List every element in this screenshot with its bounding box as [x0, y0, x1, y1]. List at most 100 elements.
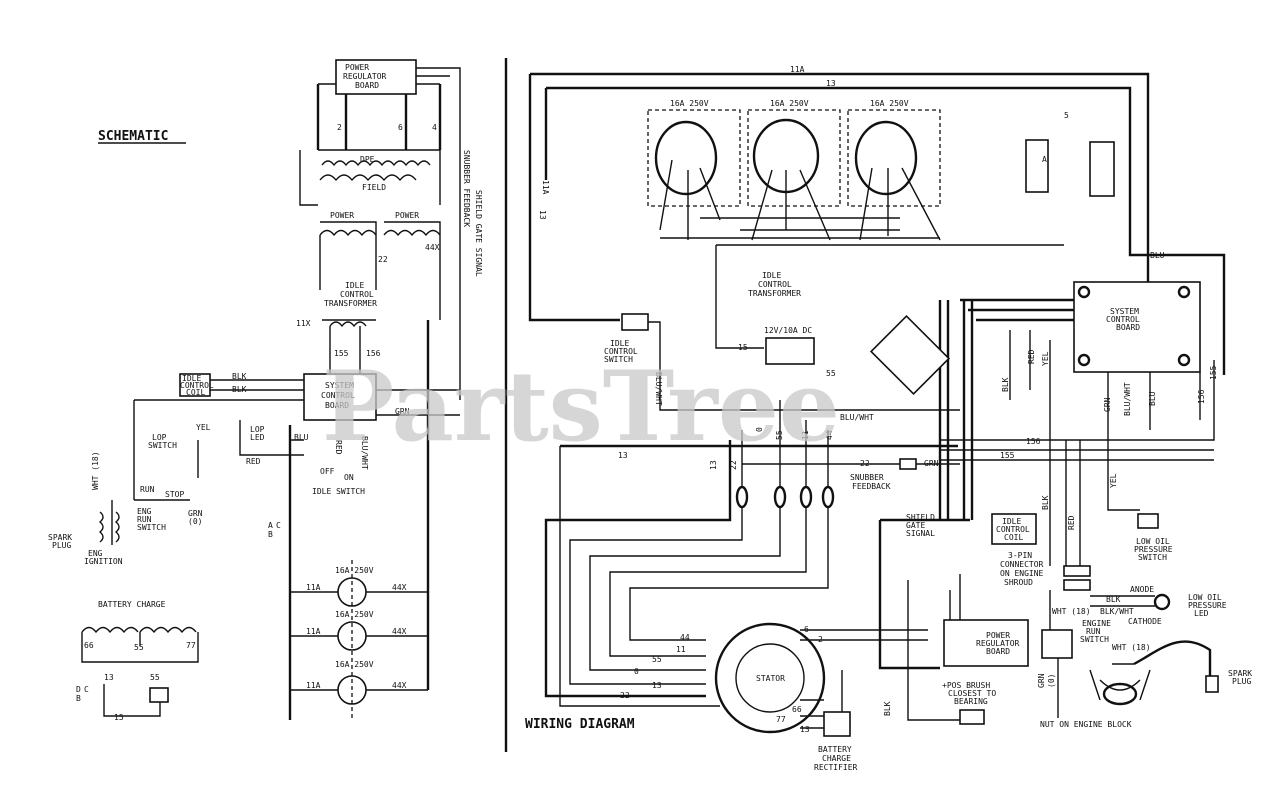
svg-text:+POS BRUSH: +POS BRUSH: [942, 681, 990, 690]
svg-text:REGULATOR: REGULATOR: [976, 639, 1020, 648]
svg-text:BLU/WHT: BLU/WHT: [654, 372, 663, 406]
watermark: PartsTree: [322, 350, 840, 463]
svg-text:SHIELD: SHIELD: [906, 513, 935, 522]
svg-text:TRANSFORMER: TRANSFORMER: [748, 289, 801, 298]
svg-text:A: A: [268, 521, 273, 530]
svg-text:FEEDBACK: FEEDBACK: [852, 482, 891, 491]
svg-text:0: 0: [755, 427, 764, 432]
svg-text:SWITCH: SWITCH: [137, 523, 166, 532]
svg-text:PRESSURE: PRESSURE: [1188, 601, 1227, 610]
svg-text:66: 66: [84, 641, 94, 650]
svg-text:POWER: POWER: [330, 211, 354, 220]
svg-text:22: 22: [620, 691, 630, 700]
svg-text:LOP: LOP: [250, 425, 265, 434]
svg-text:15: 15: [114, 713, 124, 722]
svg-text:SWITCH: SWITCH: [1138, 553, 1167, 562]
schematic-title: SCHEMATIC: [98, 129, 168, 144]
svg-text:RED: RED: [246, 457, 261, 466]
wiring-title: WIRING DIAGRAM: [525, 717, 635, 732]
svg-text:0: 0: [634, 667, 639, 676]
svg-text:13: 13: [538, 210, 547, 220]
svg-text:RECTIFIER: RECTIFIER: [814, 763, 858, 772]
svg-text:BLK: BLK: [232, 385, 247, 394]
fuse-holder: [765, 337, 815, 365]
svg-text:CONTROL: CONTROL: [321, 391, 355, 400]
svg-text:BLU/WHT: BLU/WHT: [1123, 382, 1132, 416]
svg-text:(0): (0): [1047, 674, 1056, 688]
svg-text:POWER: POWER: [345, 63, 369, 72]
svg-text:(0): (0): [188, 517, 202, 526]
svg-text:YEL: YEL: [1109, 473, 1118, 488]
svg-text:SPARK: SPARK: [48, 533, 72, 542]
sch-power-regulator-board: [335, 59, 417, 95]
svg-text:RUN: RUN: [140, 485, 155, 494]
battery-charge-rectifier: [823, 711, 851, 737]
svg-text:155: 155: [1209, 365, 1218, 380]
svg-text:BLU: BLU: [294, 433, 309, 442]
svg-text:A: A: [1042, 155, 1047, 164]
svg-text:CONTROL: CONTROL: [996, 525, 1030, 534]
svg-text:BLK: BLK: [1041, 495, 1050, 510]
svg-text:WHT (18): WHT (18): [1052, 607, 1091, 616]
svg-text:RUN: RUN: [137, 515, 152, 524]
svg-text:DPE: DPE: [360, 155, 375, 164]
svg-text:B: B: [268, 530, 273, 539]
svg-text:SWITCH: SWITCH: [148, 441, 177, 450]
svg-text:ON: ON: [344, 473, 354, 482]
svg-text:4: 4: [432, 123, 437, 132]
svg-text:GATE: GATE: [906, 521, 925, 530]
svg-text:12V/10A DC: 12V/10A DC: [764, 326, 812, 335]
svg-text:BOARD: BOARD: [986, 647, 1010, 656]
svg-text:IDLE: IDLE: [1002, 517, 1021, 526]
svg-text:11: 11: [801, 430, 810, 440]
svg-text:GRN: GRN: [188, 509, 203, 518]
svg-text:22: 22: [860, 459, 870, 468]
svg-text:D: D: [76, 685, 81, 694]
svg-text:BOARD: BOARD: [1116, 323, 1140, 332]
svg-text:RED: RED: [1027, 349, 1036, 364]
svg-text:44X: 44X: [392, 681, 407, 690]
svg-text:SIGNAL: SIGNAL: [906, 529, 935, 538]
svg-text:BLU: BLU: [1148, 391, 1157, 406]
svg-text:156: 156: [1026, 437, 1041, 446]
svg-text:FIELD: FIELD: [362, 183, 386, 192]
svg-text:BOARD: BOARD: [355, 81, 379, 90]
svg-text:11A: 11A: [306, 681, 321, 690]
svg-text:POWER: POWER: [986, 631, 1010, 640]
svg-text:YEL: YEL: [1041, 351, 1050, 366]
svg-text:LOP: LOP: [152, 433, 167, 442]
svg-text:55: 55: [775, 430, 784, 440]
svg-text:BOARD: BOARD: [325, 401, 349, 410]
svg-text:22: 22: [378, 255, 388, 264]
svg-text:77: 77: [776, 715, 786, 724]
svg-text:77: 77: [186, 641, 196, 650]
svg-text:6: 6: [398, 123, 403, 132]
svg-text:CONTROL: CONTROL: [340, 290, 374, 299]
svg-text:ENG: ENG: [88, 549, 103, 558]
svg-text:SYSTEM: SYSTEM: [1110, 307, 1139, 316]
svg-text:PLUG: PLUG: [1232, 677, 1251, 686]
svg-text:SHIELD GATE SIGNAL: SHIELD GATE SIGNAL: [474, 190, 483, 277]
wiring-power-regulator-board: [943, 619, 1029, 667]
svg-text:STATOR: STATOR: [756, 674, 785, 683]
svg-text:44X: 44X: [425, 243, 440, 252]
svg-text:C: C: [84, 685, 89, 694]
svg-text:GRN: GRN: [395, 407, 410, 416]
svg-text:YEL: YEL: [196, 423, 211, 432]
svg-text:REGULATOR: REGULATOR: [343, 72, 387, 81]
svg-text:55: 55: [826, 369, 836, 378]
svg-text:BEARING: BEARING: [954, 697, 988, 706]
svg-text:CHARGE: CHARGE: [822, 754, 851, 763]
svg-text:13: 13: [652, 681, 662, 690]
svg-text:SWITCH: SWITCH: [1080, 635, 1109, 644]
svg-text:CONNECTOR: CONNECTOR: [1000, 560, 1044, 569]
svg-text:16A 250V: 16A 250V: [335, 610, 374, 619]
svg-text:CATHODE: CATHODE: [1128, 617, 1162, 626]
svg-text:BLU: BLU: [1150, 251, 1165, 260]
svg-text:POWER: POWER: [395, 211, 419, 220]
svg-text:16A 250V: 16A 250V: [335, 566, 374, 575]
svg-text:B: B: [76, 694, 81, 703]
svg-text:BLU/WHT: BLU/WHT: [840, 413, 874, 422]
